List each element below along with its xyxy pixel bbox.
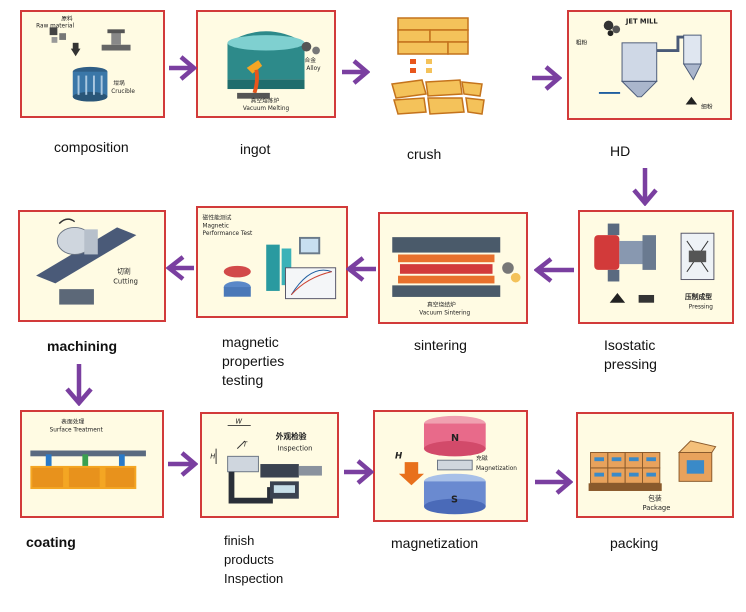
sintering-illustration: 真空烧结炉 Vacuum Sintering <box>392 237 521 316</box>
ingot-illustration: 合金 Alloy 真空熔炼炉 Vacuum Melting <box>227 31 321 112</box>
caption-hd: HD <box>610 143 631 159</box>
arrow-right-icon <box>169 55 197 81</box>
label-south: S <box>451 495 458 506</box>
label-surface-treatment: Surface Treatment <box>50 427 104 433</box>
magnetization-illustration: N H S 充磁 Magnetization <box>395 415 517 515</box>
label-pressing: Pressing <box>689 304 713 310</box>
packing-card: 包装 Package <box>576 412 734 518</box>
caption-crush: crush <box>407 146 442 162</box>
label-package: Package <box>642 504 670 512</box>
label-pressing-cn: 压制成型 <box>685 292 712 301</box>
caption-inspection: finish products Inspection <box>224 533 284 586</box>
arrow-right-icon <box>344 459 374 485</box>
label-inspection-cn: 外观检验 <box>275 431 307 441</box>
label-magnetization: Magnetization <box>476 466 517 472</box>
label-magnetization-cn: 充磁 <box>476 454 488 462</box>
label-performance-test-cn: 磁性能测试 <box>203 214 232 222</box>
label-vacuum-melting: Vacuum Melting <box>243 106 290 112</box>
arrow-right-icon <box>535 469 573 495</box>
magnetic-testing-card: 磁性能测试 Magnetic Performance Test <box>196 206 348 318</box>
hd-illustration: JET MILL 粗粉 细粉 <box>576 18 713 111</box>
composition-illustration: 原料 Raw material 坩埚 Crucible <box>36 15 135 102</box>
label-crucible-cn: 坩埚 <box>113 79 125 87</box>
label-dim-t: T <box>243 441 248 449</box>
caption-magnetic-testing: magnetic properties testing <box>222 334 285 388</box>
composition-card: 原料 Raw material 坩埚 Crucible <box>20 10 165 118</box>
crush-card <box>370 10 522 122</box>
arrow-down-icon <box>632 168 658 206</box>
label-alloy: Alloy <box>306 66 321 72</box>
arrow-right-icon <box>342 59 370 85</box>
machining-card: 切割 Cutting <box>18 210 166 322</box>
label-inspection: Inspection <box>278 445 313 453</box>
label-alloy-cn: 合金 <box>305 56 317 64</box>
machining-illustration: 切割 Cutting <box>36 218 138 305</box>
label-package-cn: 包装 <box>648 494 662 503</box>
label-vacuum-melting-cn: 真空熔炼炉 <box>251 97 280 105</box>
caption-composition: composition <box>54 139 129 155</box>
magnetic-testing-illustration: 磁性能测试 Magnetic Performance Test <box>203 214 337 300</box>
sintering-card: 真空烧结炉 Vacuum Sintering <box>378 212 528 324</box>
magnetization-card: N H S 充磁 Magnetization <box>373 410 528 522</box>
coating-card: 表面处理 Surface Treatment <box>20 410 164 518</box>
label-crucible: Crucible <box>111 89 135 95</box>
pressing-illustration: 压制成型 Pressing <box>594 223 715 310</box>
label-north: N <box>451 433 459 444</box>
arrow-left-icon <box>346 256 376 282</box>
label-coarse-powder: 粗粉 <box>576 39 588 47</box>
inspection-illustration: W H T 外观检验 Inspection <box>210 418 322 504</box>
label-dim-w: W <box>235 418 242 426</box>
inspection-card: W H T 外观检验 Inspection <box>200 412 339 518</box>
label-raw-material-cn: 原料 <box>61 15 73 23</box>
label-fine-powder: 细粉 <box>701 102 713 110</box>
caption-sintering: sintering <box>414 337 467 353</box>
label-field-h: H <box>395 451 403 461</box>
caption-packing: packing <box>610 535 659 551</box>
label-vacuum-sintering-cn: 真空烧结炉 <box>427 301 456 309</box>
label-dim-h: H <box>210 452 215 460</box>
coating-illustration: 表面处理 Surface Treatment <box>30 418 146 490</box>
caption-coating: coating <box>26 534 76 550</box>
arrow-right-icon <box>168 451 198 477</box>
arrow-down-icon <box>65 364 93 406</box>
label-magnetic: Magnetic <box>203 223 229 229</box>
label-jet-mill: JET MILL <box>625 18 659 26</box>
caption-magnetization: magnetization <box>391 535 479 551</box>
label-performance-test: Performance Test <box>203 231 253 237</box>
arrow-left-icon <box>166 255 194 281</box>
crush-illustration <box>391 17 485 115</box>
hd-card: JET MILL 粗粉 细粉 <box>567 10 732 120</box>
caption-pressing: Isostatic pressing <box>604 337 657 372</box>
label-cutting-cn: 切割 <box>117 267 131 276</box>
label-surface-treatment-cn: 表面处理 <box>61 418 84 426</box>
ingot-card: 合金 Alloy 真空熔炼炉 Vacuum Melting <box>196 10 336 118</box>
arrow-right-icon <box>532 65 562 91</box>
caption-machining: machining <box>47 338 118 354</box>
caption-ingot: ingot <box>240 141 271 157</box>
label-cutting: Cutting <box>113 277 138 285</box>
arrow-left-icon <box>534 257 574 283</box>
packing-illustration: 包装 Package <box>588 440 717 512</box>
label-raw-material: Raw material <box>36 23 74 29</box>
pressing-card: 压制成型 Pressing <box>578 210 734 324</box>
label-vacuum-sintering: Vacuum Sintering <box>419 310 470 316</box>
